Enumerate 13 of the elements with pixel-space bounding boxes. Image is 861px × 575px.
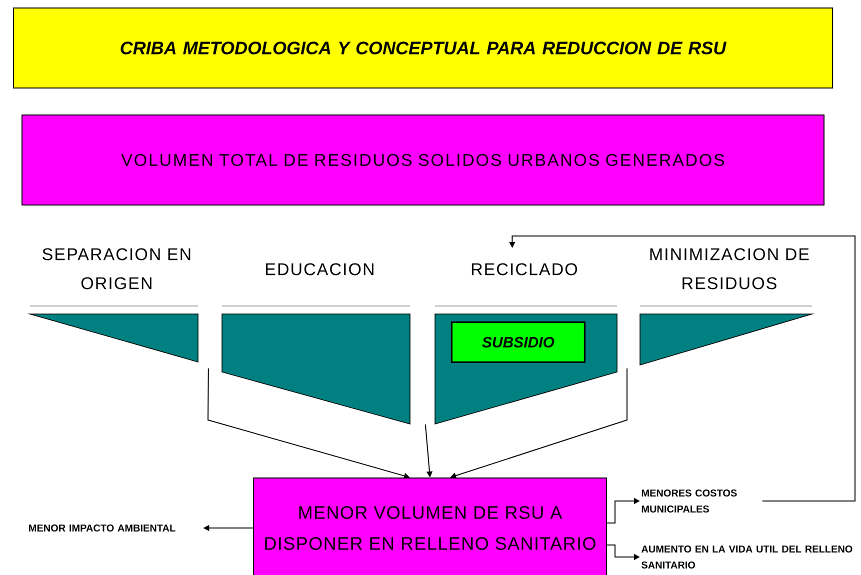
arrow	[509, 236, 856, 502]
category-wedge: EDUCACION	[222, 263, 410, 425]
outcome-text: MENOR IMPACTO AMBIENTAL	[29, 524, 176, 532]
outcome-text: MENORES COSTOS MUNICIPALES	[642, 489, 737, 513]
outcome-text: AUMENTO EN LA VIDA UTIL DEL RELLENO SANITARIO	[641, 545, 852, 569]
node-label: SEPARACION EN ORIGEN	[42, 248, 190, 290]
node-label: MINIMIZACION DE RESIDUOS	[650, 248, 809, 290]
subsidy-box: SUBSIDIO	[450, 321, 586, 363]
total-volume-box: VOLUMEN TOTAL DE RESIDUOS SOLIDOS URBANOS GENERADOS	[22, 114, 825, 206]
title-box: CRIBA METODOLOGICA Y CONCEPTUAL PARA REDUCCION DE RSU	[13, 8, 834, 88]
node-label: EDUCACION	[266, 263, 374, 276]
result-box: MENOR VOLUMEN DE RSU A DISPONER EN RELLENO SANITARIO	[253, 478, 607, 575]
node-label: RECICLADO	[472, 263, 578, 276]
